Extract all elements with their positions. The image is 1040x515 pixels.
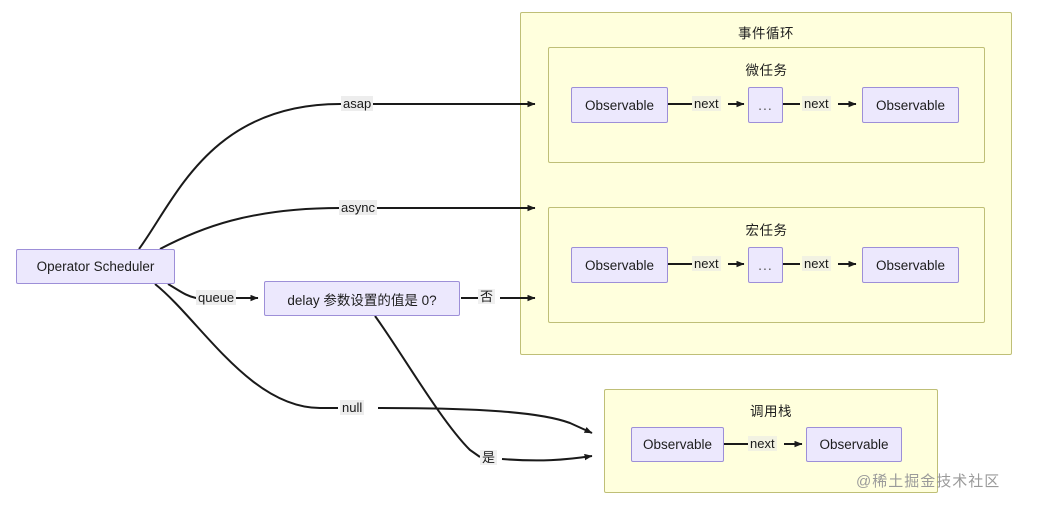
edge-label-asap: asap (341, 96, 374, 111)
node-microtask-ellipsis[interactable]: ... (748, 87, 783, 123)
node-macrotask-observable-2[interactable]: Observable (862, 247, 959, 283)
container-title-microtask: 微任务 (745, 63, 788, 78)
node-microtask-observable-2[interactable]: Observable (862, 87, 959, 123)
edge-null-b (377, 407, 593, 434)
edge-label-micro-next-1: next (692, 96, 721, 111)
edge-asap (138, 100, 536, 250)
edge-label-async: async (339, 200, 377, 215)
node-callstack-observable-2[interactable]: Observable (806, 427, 902, 462)
edge-yes-a (374, 315, 481, 458)
node-operator-scheduler[interactable]: Operator Scheduler (16, 249, 175, 284)
edge-label-queue: queue (196, 290, 237, 305)
edge-label-micro-next-2: next (802, 96, 831, 111)
node-callstack-observable-1[interactable]: Observable (631, 427, 724, 462)
node-delay-decision[interactable]: delay 参数设置的值是 0? (264, 281, 460, 316)
node-microtask-observable-1[interactable]: Observable (571, 87, 668, 123)
node-macrotask-ellipsis[interactable]: ... (748, 247, 783, 283)
container-title-call-stack: 调用栈 (750, 404, 792, 419)
edge-label-no: 否 (478, 289, 496, 304)
edge-label-yes: 是 (480, 450, 498, 465)
edge-label-stack-next-1: next (748, 436, 777, 451)
edge-label-macro-next-2: next (802, 256, 831, 271)
edge-yes-b (501, 453, 593, 462)
watermark: @稀土掘金技术社区 (856, 473, 1001, 490)
edge-label-macro-next-1: next (692, 256, 721, 271)
node-macrotask-observable-1[interactable]: Observable (571, 247, 668, 283)
edge-label-null: null (340, 400, 365, 415)
container-title-macrotask: 宏任务 (745, 223, 788, 238)
container-title-event-loop: 事件循环 (738, 26, 794, 41)
